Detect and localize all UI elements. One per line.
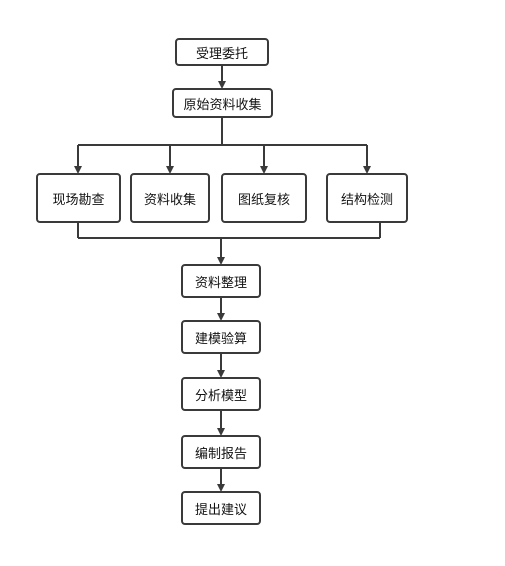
node-recommendations: 提出建议 — [181, 491, 261, 525]
node-structural-inspection: 结构检测 — [326, 173, 408, 223]
node-modeling-calculation: 建模验算 — [181, 320, 261, 354]
node-site-survey: 现场勘查 — [36, 173, 121, 223]
node-data-organization: 资料整理 — [181, 264, 261, 298]
node-report-compilation: 编制报告 — [181, 435, 261, 469]
node-accept-commission: 受理委托 — [175, 38, 269, 66]
node-data-collection: 资料收集 — [130, 173, 210, 223]
node-original-data-collection: 原始资料收集 — [172, 88, 273, 118]
node-analysis-model: 分析模型 — [181, 377, 261, 411]
node-drawing-review: 图纸复核 — [221, 173, 307, 223]
